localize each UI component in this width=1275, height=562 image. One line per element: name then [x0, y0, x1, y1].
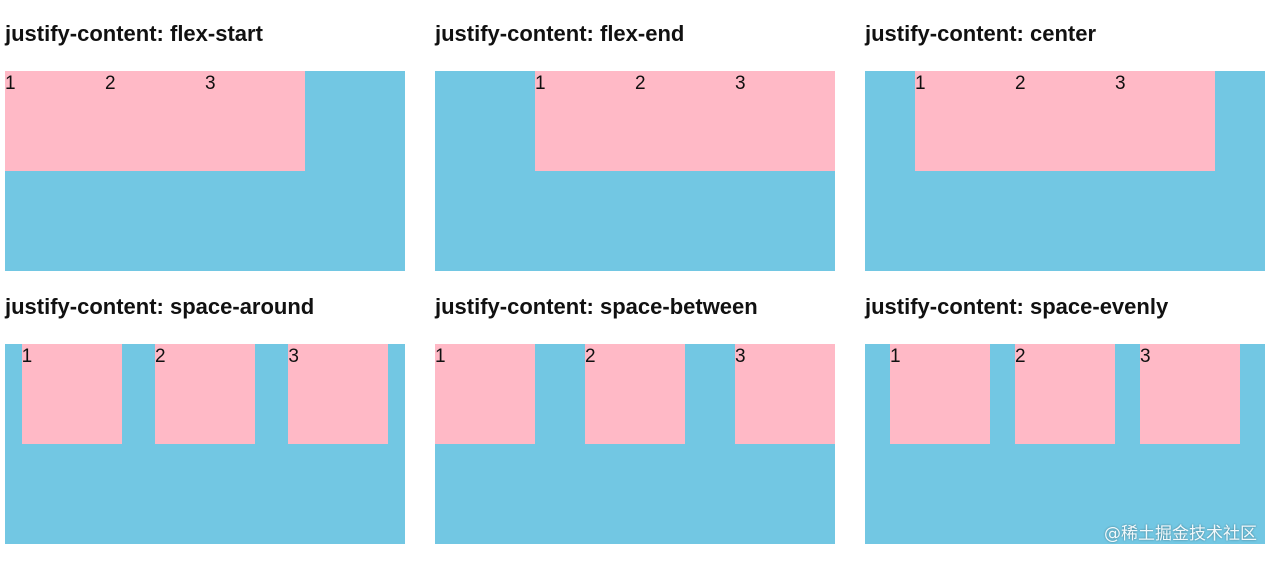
- flex-item-2: 2: [154, 344, 255, 444]
- panel-title: justify-content: flex-end: [435, 21, 685, 46]
- panel-flex-start: justify-content: flex-start 1 2 3: [5, 19, 405, 271]
- flex-item-3: 3: [1115, 71, 1215, 171]
- flex-item-3: 3: [288, 344, 389, 444]
- panel-center: justify-content: center 1 2 3: [865, 19, 1265, 271]
- panel-title: justify-content: center: [865, 21, 1097, 46]
- flex-item-1: 1: [5, 71, 105, 171]
- flex-item-1: 1: [21, 344, 122, 444]
- flex-item-1: 1: [435, 344, 535, 444]
- panel-title: justify-content: flex-start: [5, 21, 263, 46]
- watermark-text: @稀土掘金技术社区: [1104, 524, 1257, 544]
- panel-title: justify-content: space-evenly: [865, 294, 1169, 319]
- flex-container: 1 2 3: [865, 344, 1265, 544]
- flex-item-3: 3: [205, 71, 305, 171]
- flex-container: 1 2 3: [435, 71, 835, 271]
- panel-title: justify-content: space-around: [5, 294, 315, 319]
- flex-item-3: 3: [735, 71, 835, 171]
- flex-item-3: 3: [735, 344, 835, 444]
- flex-item-2: 2: [635, 71, 735, 171]
- flex-item-2: 2: [105, 71, 205, 171]
- flex-item-2: 2: [1015, 71, 1115, 171]
- panel-space-around: justify-content: space-around 1 2 3: [5, 292, 405, 544]
- flex-item-1: 1: [915, 71, 1015, 171]
- flex-container: 1 2 3: [435, 344, 835, 544]
- flex-container: 1 2 3: [5, 344, 405, 544]
- panel-title: justify-content: space-between: [435, 294, 758, 319]
- flex-item-1: 1: [535, 71, 635, 171]
- flex-item-3: 3: [1140, 344, 1240, 444]
- flex-item-2: 2: [585, 344, 685, 444]
- flex-container: 1 2 3: [865, 71, 1265, 271]
- flex-container: 1 2 3: [5, 71, 405, 271]
- panel-space-evenly: justify-content: space-evenly 1 2 3: [865, 292, 1265, 544]
- flex-item-2: 2: [1015, 344, 1115, 444]
- flex-item-1: 1: [890, 344, 990, 444]
- panel-flex-end: justify-content: flex-end 1 2 3: [435, 19, 835, 271]
- panel-space-between: justify-content: space-between 1 2 3: [435, 292, 835, 544]
